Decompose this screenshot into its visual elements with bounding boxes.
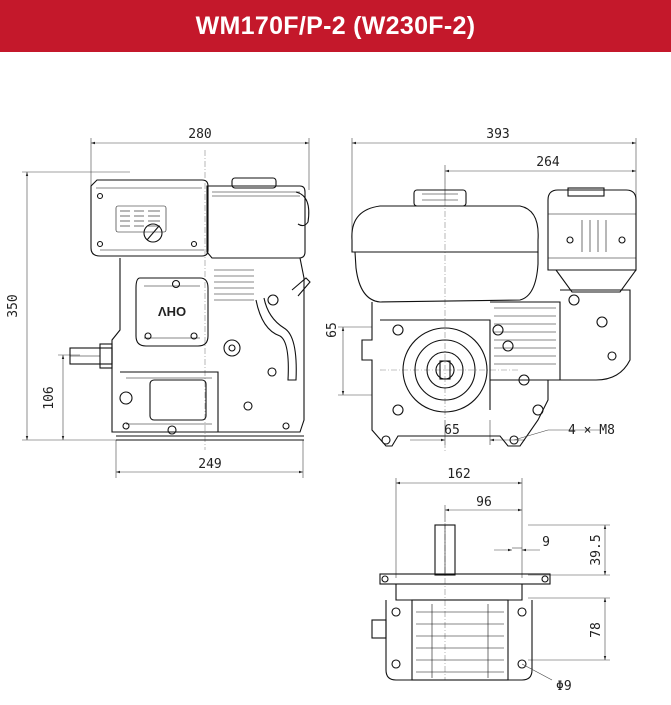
dim-base-spacing: 96 bbox=[476, 495, 492, 510]
dim-side-length: 393 bbox=[486, 127, 509, 142]
dim-bolt-height: 65 bbox=[325, 322, 340, 338]
dim-shaft-height: 106 bbox=[42, 386, 57, 409]
dim-side-length-partial: 264 bbox=[536, 155, 560, 170]
front-view: OHV 280 350 106 249 bbox=[6, 127, 311, 478]
bolt-callout: 4 × M8 bbox=[568, 423, 615, 438]
model-title: WM170F/P-2 (W230F-2) bbox=[195, 11, 476, 40]
dim-front-height: 350 bbox=[6, 294, 21, 317]
dim-bolt-spacing: 65 bbox=[444, 423, 460, 438]
dim-front-width-base: 249 bbox=[198, 457, 221, 472]
side-view: 393 264 65 65 4 × M8 bbox=[325, 127, 637, 452]
ohv-engraving: OHV bbox=[158, 304, 187, 319]
dim-hole: Φ9 bbox=[556, 679, 572, 694]
dim-base-depth: 78 bbox=[589, 622, 604, 638]
dim-shaft-length: 39.5 bbox=[589, 534, 604, 565]
dim-front-width-top: 280 bbox=[188, 127, 211, 142]
base-view: 162 96 9 39.5 78 Φ9 bbox=[371, 467, 610, 694]
dim-base-width: 162 bbox=[447, 467, 470, 482]
title-banner: WM170F/P-2 (W230F-2) bbox=[0, 0, 671, 52]
dim-keyway: 9 bbox=[542, 535, 550, 550]
